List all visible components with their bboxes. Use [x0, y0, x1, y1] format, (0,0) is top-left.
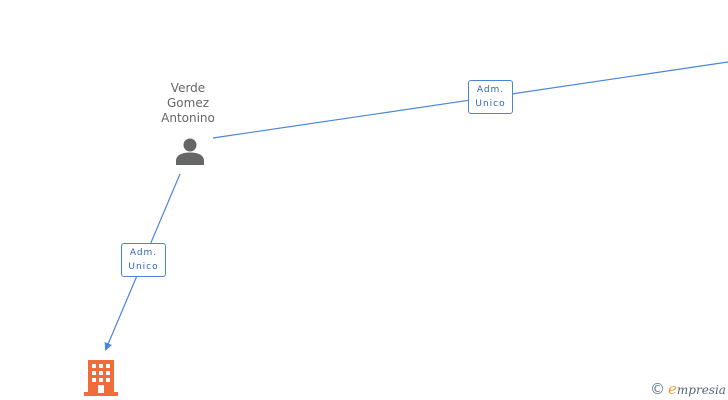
edge-label-adm-unico-1[interactable]: Adm. Unico — [468, 80, 513, 114]
person-icon[interactable] — [175, 137, 205, 167]
person-name-line-1[interactable]: Verde — [170, 81, 206, 95]
brand-logo: empresia — [668, 380, 726, 399]
person-name[interactable]: Verde Gomez Antonino — [148, 81, 228, 126]
edge-label-line-1: Adm. — [129, 248, 158, 258]
edge-label-line-2: Unico — [128, 262, 159, 272]
edge-label-line-2: Unico — [475, 99, 506, 109]
brand-logo-rest: mpresia — [676, 382, 726, 397]
person-name-line-3[interactable]: Antonino — [161, 111, 215, 125]
building-icon[interactable] — [84, 360, 118, 396]
watermark: © empresia — [650, 380, 726, 399]
copyright-symbol: © — [650, 380, 665, 398]
edge-label-line-1: Adm. — [476, 85, 505, 95]
brand-logo-initial: e — [668, 379, 677, 398]
edge-label-adm-unico-2[interactable]: Adm. Unico — [121, 243, 166, 277]
person-name-line-2[interactable]: Gomez — [166, 96, 209, 110]
